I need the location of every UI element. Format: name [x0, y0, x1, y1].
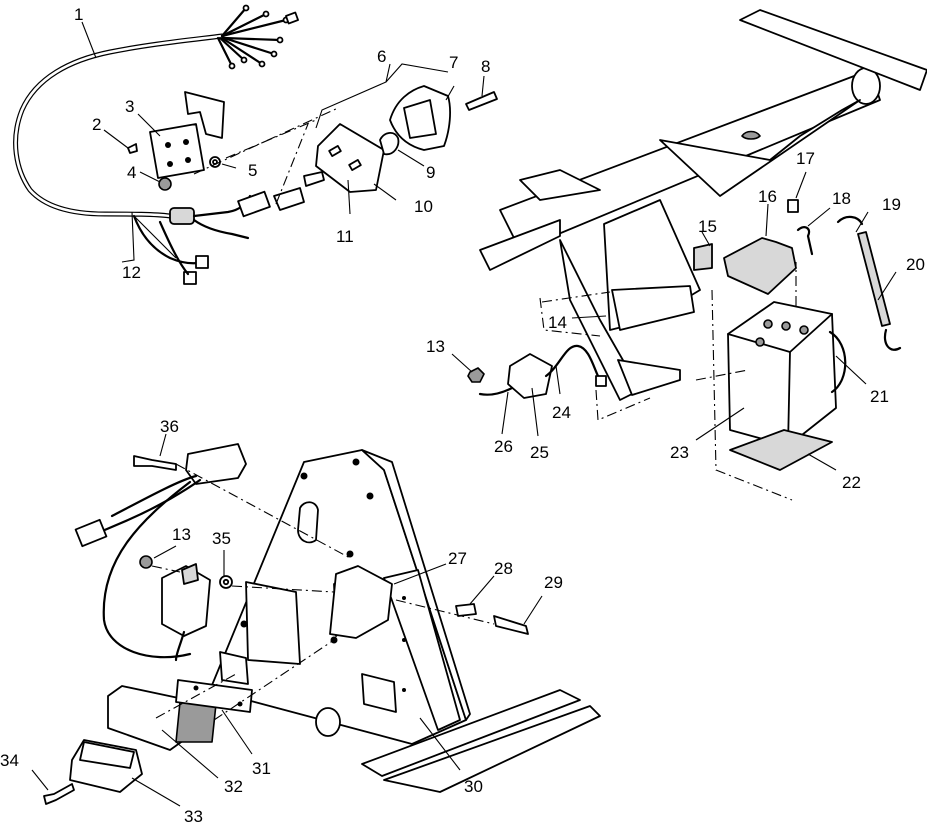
wiring-harness — [13, 4, 299, 285]
bolt-29 — [493, 615, 529, 635]
terminal-18 — [796, 226, 814, 256]
callout-13-top: 13 — [426, 337, 445, 356]
callout-21: 21 — [870, 387, 889, 406]
nut-4 — [158, 177, 172, 191]
relay-32 — [107, 685, 217, 751]
callout-7: 7 — [449, 53, 458, 72]
frame-tubes — [479, 9, 927, 401]
callout-33: 33 — [184, 807, 203, 825]
battery-23 — [727, 301, 837, 447]
callout-35: 35 — [212, 529, 231, 548]
washer-35 — [219, 575, 233, 589]
callout-17: 17 — [796, 149, 815, 168]
callout-36: 36 — [160, 417, 179, 436]
callout-1: 1 — [74, 5, 83, 24]
callout-6: 6 — [377, 47, 386, 66]
washer-5 — [209, 156, 221, 168]
callout-32: 32 — [224, 777, 243, 796]
bracket-27 — [329, 565, 393, 639]
callout-8: 8 — [481, 57, 490, 76]
callout-2: 2 — [92, 115, 101, 134]
callout-28: 28 — [494, 559, 513, 578]
assembly-lines — [151, 107, 797, 721]
callout-18: 18 — [832, 189, 851, 208]
bracket-31 — [175, 679, 253, 713]
spacer-28 — [455, 603, 477, 617]
callout-16: 16 — [758, 187, 777, 206]
ignition-coil — [161, 563, 211, 662]
callout-22: 22 — [842, 473, 861, 492]
callout-10: 10 — [414, 197, 433, 216]
battery-bracket-15 — [693, 243, 713, 271]
callout-29: 29 — [544, 573, 563, 592]
callout-9: 9 — [426, 163, 435, 182]
screw-2 — [127, 143, 138, 154]
screw-36 — [133, 455, 177, 471]
vent-tube-21 — [828, 330, 847, 394]
battery-pad-16 — [723, 237, 797, 295]
electrical-panel — [209, 449, 601, 793]
callout-34: 34 — [0, 751, 19, 770]
callouts: 1 2 3 4 5 6 7 8 9 10 11 12 13 13 14 15 1… — [0, 5, 925, 825]
callout-26: 26 — [494, 437, 513, 456]
battery-strap-20 — [836, 215, 902, 351]
tail-light-bracket — [149, 91, 225, 179]
leader-lines — [31, 21, 897, 807]
callout-11: 11 — [336, 227, 354, 246]
callout-31: 31 — [252, 759, 271, 778]
callout-15: 15 — [698, 217, 717, 236]
callout-12: 12 — [122, 263, 141, 282]
bolt-17 — [787, 199, 799, 213]
callout-25: 25 — [530, 443, 549, 462]
callout-3: 3 — [125, 97, 134, 116]
callout-19: 19 — [882, 195, 901, 214]
callout-5: 5 — [248, 161, 257, 180]
cdi-box — [74, 443, 247, 659]
callout-14: 14 — [548, 313, 567, 332]
nut-13b — [139, 555, 153, 569]
callout-23: 23 — [670, 443, 689, 462]
battery-mat-22 — [729, 429, 833, 471]
screw-34 — [43, 783, 75, 805]
callout-24: 24 — [552, 403, 571, 422]
callout-13-bottom: 13 — [172, 525, 191, 544]
callout-4: 4 — [127, 163, 136, 182]
callout-20: 20 — [906, 255, 925, 274]
tail-light-assembly — [273, 85, 498, 211]
callout-27: 27 — [448, 549, 467, 568]
regulator-25 — [478, 344, 607, 399]
cover-33 — [69, 739, 143, 793]
callout-30: 30 — [464, 777, 483, 796]
